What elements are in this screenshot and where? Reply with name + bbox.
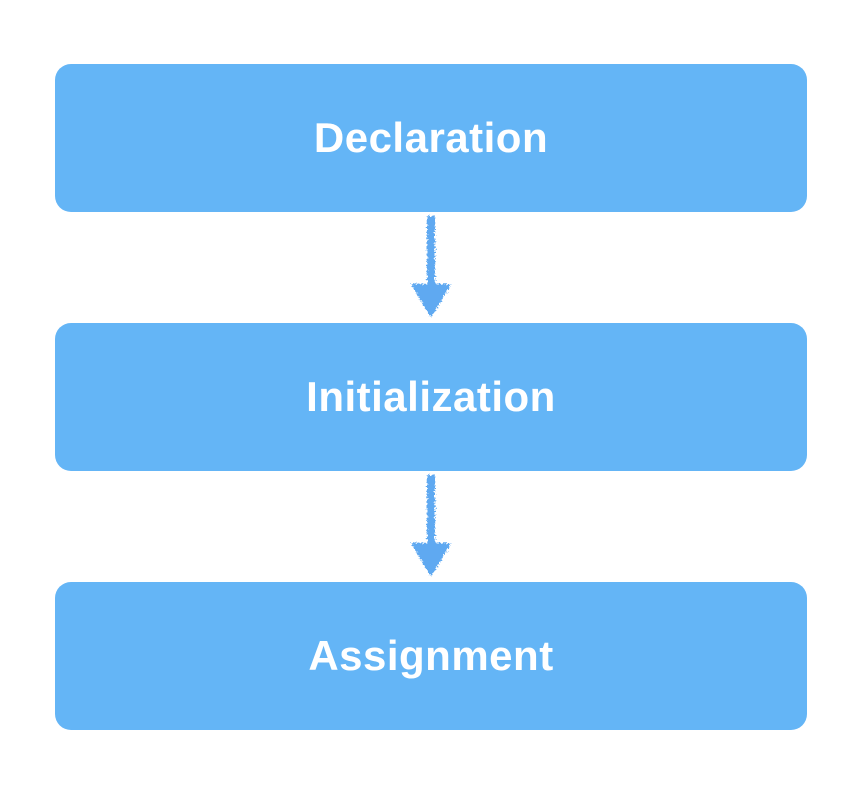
node-declaration-label: Declaration (313, 114, 549, 161)
flow-column: Declaration Initialization (0, 64, 862, 730)
node-assignment: Assignment (55, 582, 807, 730)
arrow-down-icon (411, 215, 451, 318)
edge-declaration-to-initialization (403, 212, 459, 323)
node-declaration: Declaration (55, 64, 807, 212)
node-assignment-label: Assignment (308, 632, 554, 679)
arrow-down-icon (411, 474, 451, 577)
node-initialization-label: Initialization (306, 373, 556, 420)
edge-initialization-to-assignment (403, 471, 459, 582)
node-initialization: Initialization (55, 323, 807, 471)
